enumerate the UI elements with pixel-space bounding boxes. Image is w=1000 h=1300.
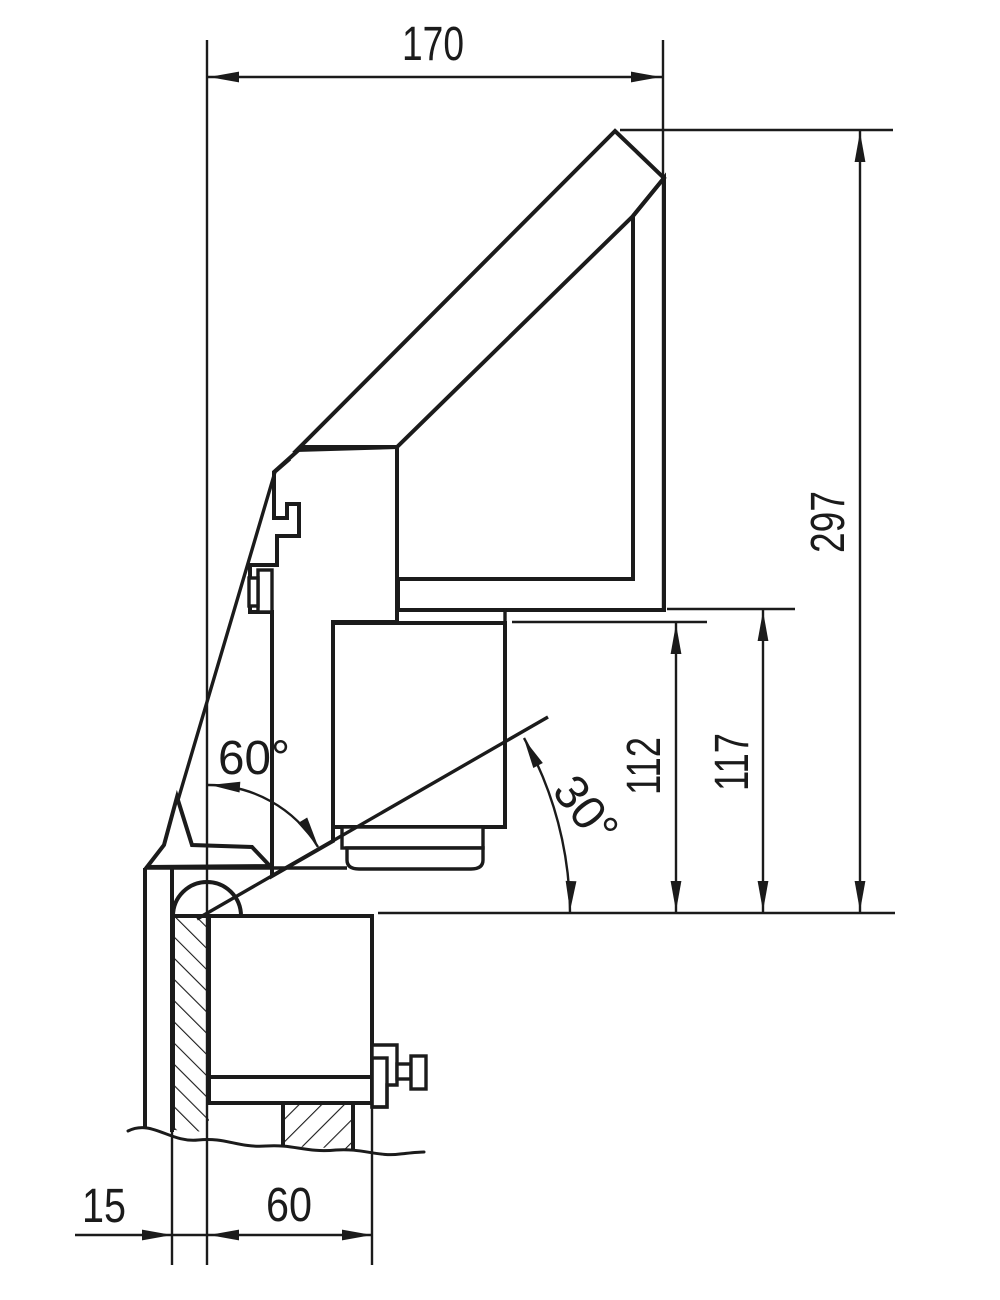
bezel-flare-lip	[142, 789, 275, 870]
lower-stub-outline	[281, 1103, 355, 1149]
clamp-screw-head	[409, 1054, 428, 1091]
clamp-screw-shaft	[395, 1062, 413, 1081]
clamp-jaw-section	[370, 1056, 389, 1109]
dimension-lines	[75, 40, 895, 1265]
base-block-section	[207, 914, 374, 1079]
dim-112-arrow-top	[670, 624, 682, 654]
base-flange-section	[207, 1075, 374, 1105]
side-screw-boss	[256, 568, 274, 614]
dim-297-arrow-bottom	[854, 881, 866, 911]
lamp-base-step	[340, 825, 485, 850]
dim-117-arrow-bottom	[757, 881, 769, 911]
dim-label-overall-height: 297	[802, 491, 855, 553]
construction-lines	[196, 715, 549, 921]
dim-112-arrow-bottom	[670, 881, 682, 911]
dim-label-mount-height: 117	[706, 733, 759, 791]
dim-15-arrow-left	[142, 1229, 172, 1241]
lamp-housing	[331, 608, 507, 871]
dim-label-top-width: 170	[402, 18, 464, 71]
angle-30-arc	[522, 737, 572, 914]
pole-strip-section	[173, 916, 209, 1132]
base-assembly	[126, 868, 428, 1157]
angle-30-arrow-top	[519, 736, 543, 769]
clamp-bracket	[370, 1043, 399, 1109]
lower-stub-section	[283, 1103, 353, 1149]
lamp-block	[331, 621, 507, 829]
reflector-front-band	[292, 128, 667, 453]
dim-170-arrow-left	[209, 71, 239, 83]
dim-60-arrow-left	[209, 1229, 239, 1241]
dim-label-base-width: 60	[266, 1179, 312, 1232]
dim-label-body-angle: 60°	[218, 732, 290, 785]
reflector-back-wall	[396, 172, 666, 612]
angle-60-arrow-bottom	[297, 817, 323, 849]
dim-297-arrow-top	[854, 132, 866, 162]
front-bezel-line	[176, 457, 292, 801]
tilt-axis-line	[196, 715, 549, 921]
dim-label-lamp-height: 112	[618, 737, 671, 795]
break-wavy-line	[126, 1126, 426, 1157]
dim-label-tilt-angle: 30°	[542, 766, 628, 855]
angle-30-arrow-bottom	[564, 880, 577, 912]
hinge-area	[142, 789, 347, 917]
dim-170-arrow-right	[631, 71, 661, 83]
lamp-base-cap	[345, 846, 485, 871]
dim-60-arrow-right	[342, 1229, 372, 1241]
side-screw-head	[247, 576, 260, 608]
dim-label-base-offset: 15	[82, 1180, 126, 1233]
reflector-head	[292, 128, 667, 612]
angle-60-arc	[206, 783, 320, 848]
dim-117-arrow-top	[757, 611, 769, 641]
